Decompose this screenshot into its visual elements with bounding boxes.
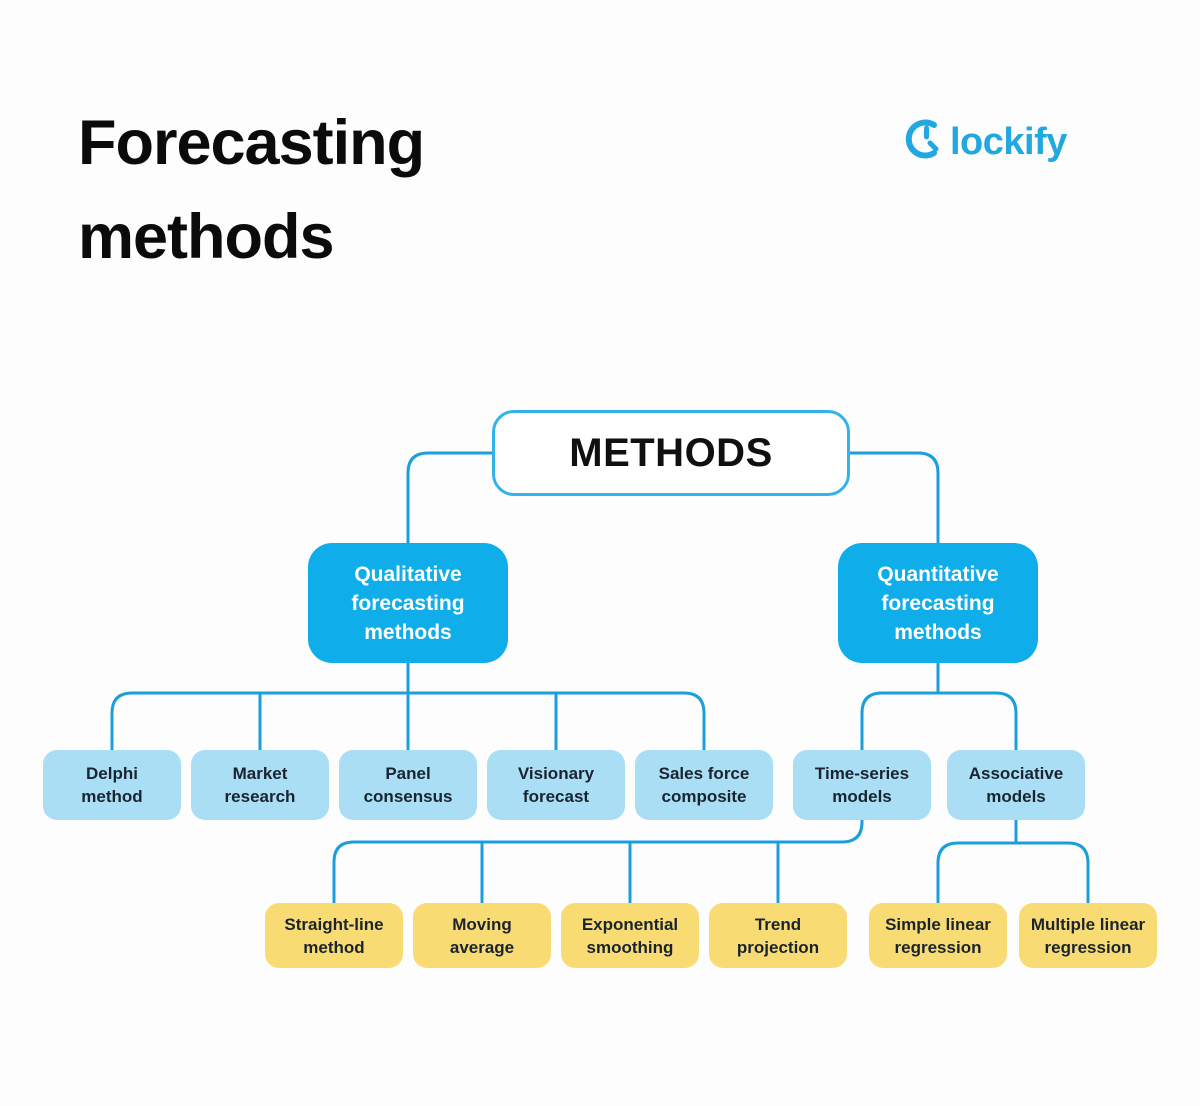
clockify-logo-text: lockify bbox=[950, 120, 1067, 163]
node-panel-consensus: Panel consensus bbox=[339, 750, 477, 820]
node-market-research: Market research bbox=[191, 750, 329, 820]
title-line-2: methods bbox=[78, 202, 335, 272]
node-trend-projection: Trend projection bbox=[709, 903, 847, 968]
node-simple-linear-regression: Simple linear regression bbox=[869, 903, 1007, 968]
node-time-series-models: Time-series models bbox=[793, 750, 931, 820]
clockify-logo-icon bbox=[903, 116, 949, 167]
page-title: Forecasting methods bbox=[78, 96, 425, 284]
node-multiple-linear-regression: Multiple linear regression bbox=[1019, 903, 1157, 968]
node-associative-models: Associative models bbox=[947, 750, 1085, 820]
node-qualitative-forecasting-methods: Qualitative forecasting methods bbox=[308, 543, 508, 663]
title-line-1: Forecasting bbox=[78, 108, 425, 178]
node-methods: METHODS bbox=[492, 410, 850, 496]
node-exponential-smoothing: Exponential smoothing bbox=[561, 903, 699, 968]
node-sales-force-composite: Sales force composite bbox=[635, 750, 773, 820]
node-moving-average: Moving average bbox=[413, 903, 551, 968]
node-delphi-method: Delphi method bbox=[43, 750, 181, 820]
node-visionary-forecast: Visionary forecast bbox=[487, 750, 625, 820]
node-straight-line-method: Straight-line method bbox=[265, 903, 403, 968]
node-quantitative-forecasting-methods: Quantitative forecasting methods bbox=[838, 543, 1038, 663]
clockify-logo: lockify bbox=[903, 116, 1067, 167]
